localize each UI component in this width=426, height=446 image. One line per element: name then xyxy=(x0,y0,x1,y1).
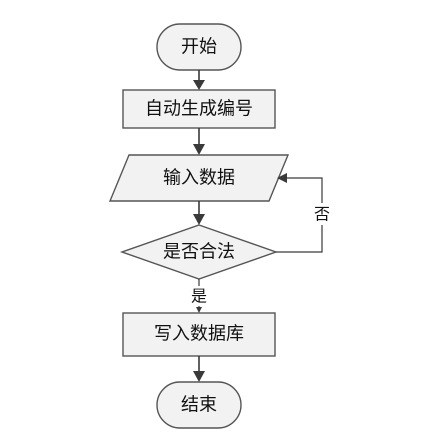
generate-id-node: 自动生成编号 xyxy=(122,89,276,129)
input-data-label: 输入数据 xyxy=(163,168,235,189)
write-db-label: 写入数据库 xyxy=(154,324,244,345)
end-node: 结束 xyxy=(156,381,242,429)
arrow-input-to-decision xyxy=(193,201,205,225)
end-terminator-shape xyxy=(156,381,242,429)
arrow-invalid-loop-back: 否 xyxy=(276,173,334,253)
yes-branch-label: 是 xyxy=(191,287,207,306)
arrowhead-icon xyxy=(196,307,202,313)
arrowhead-icon xyxy=(193,80,205,90)
is-valid-label: 是否合法 xyxy=(163,242,235,263)
start-node: 开始 xyxy=(156,23,242,71)
arrow-write-to-end xyxy=(193,356,205,382)
arrowhead-icon xyxy=(193,144,205,155)
write-db-process-shape xyxy=(122,312,276,357)
end-label: 结束 xyxy=(181,395,217,416)
no-branch-label: 否 xyxy=(314,205,330,224)
generate-id-process-shape xyxy=(122,89,276,129)
write-db-node: 写入数据库 xyxy=(122,312,276,357)
arrow-start-to-generate xyxy=(193,70,205,90)
arrowhead-icon xyxy=(277,173,287,183)
start-label: 开始 xyxy=(181,37,217,58)
arrow-generate-to-input xyxy=(193,128,205,155)
arrowhead-icon xyxy=(193,371,205,382)
arrowhead-icon xyxy=(193,214,205,225)
arrow-valid-to-write: 是 xyxy=(189,279,209,313)
is-valid-decision-node: 是否合法 xyxy=(119,224,279,280)
input-data-node: 输入数据 xyxy=(108,154,290,202)
input-data-parallelogram-shape xyxy=(108,154,290,202)
generate-id-label: 自动生成编号 xyxy=(145,99,253,120)
